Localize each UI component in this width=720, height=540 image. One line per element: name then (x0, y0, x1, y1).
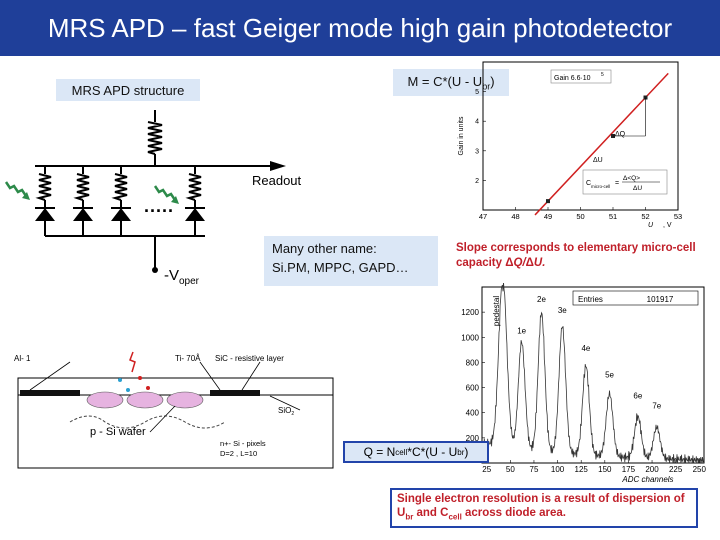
gain-point (546, 199, 550, 204)
structure-label-box: MRS APD structure (56, 79, 200, 101)
gain-ytick-label: 2 (475, 178, 479, 185)
spectrum-line (481, 283, 704, 464)
spec-xtick-label: 50 (506, 465, 515, 474)
page-title: MRS APD – fast Geiger mode high gain pho… (47, 12, 673, 43)
gain-box-label: Gain 6.6·10 (554, 75, 591, 82)
gain-ylabel: Gain in units (458, 116, 465, 155)
spectrum-frame (481, 286, 705, 464)
spec-xtick-label: 100 (551, 465, 565, 474)
spec-xtick-label: 225 (669, 465, 683, 474)
ellipsis: ..... (144, 196, 175, 216)
pixels-label: n+- Si - pixels (220, 439, 266, 448)
spectrum-ylabel: pedestal (492, 296, 501, 326)
peak-label: 6e (633, 392, 642, 401)
peak-label: 4e (581, 344, 590, 353)
gain-ytick-label: 3 (475, 148, 479, 155)
spec-xtick-label: 25 (482, 465, 491, 474)
spec-xtick-label: 200 (645, 465, 659, 474)
gain-xtick-label: 52 (641, 212, 649, 221)
spec-xtick-label: 125 (575, 465, 589, 474)
ccell-frac-bot: ΔU (633, 185, 642, 192)
entries-value: 101917 (647, 295, 674, 304)
circuit-schematic (4, 110, 286, 273)
gain-xtick-label: 47 (479, 212, 487, 221)
slope-note: Slope corresponds to elementary micro-ce… (456, 242, 696, 269)
spec-xtick-label: 250 (693, 465, 707, 474)
gain-xtick-label: 48 (511, 212, 519, 221)
peak-label: 2e (537, 295, 546, 304)
gain-xunit: , V (663, 222, 672, 229)
delta-triangle (613, 97, 646, 137)
spec-xtick-label: 75 (530, 465, 539, 474)
spectrum-plot: 25 50 75 100 125 150 175 200 225 250 200 400 600 800 1… (461, 283, 707, 484)
structure-label: MRS APD structure (71, 82, 185, 98)
gain-formula-box: M = C*(U - Ubr) (393, 69, 509, 96)
gain-formula: M = C*(U - Ubr) (407, 73, 495, 92)
spec-xtick-label: 175 (622, 465, 636, 474)
readout-label: Readout (252, 173, 302, 188)
cross-section-figure: Al- 1 Ti- 70Å SiC - resistive layer SiO2… (14, 351, 334, 469)
gain-xlabel: U (648, 222, 654, 229)
ccell-eq: = (615, 180, 619, 187)
peak-label: 3e (558, 306, 567, 315)
other-names-box: Many other name: Si.PM, MPPC, GAPD… (264, 236, 438, 286)
pixel-dims: D=2 , L=10 (220, 449, 257, 458)
spec-ytick-label: 1000 (461, 333, 479, 342)
gain-ytick-label: 4 (475, 119, 479, 126)
gain-xtick-label: 51 (609, 212, 617, 221)
resolution-note: Single electron resolution is a result o… (390, 488, 698, 529)
sic-label: SiC - resistive layer (215, 354, 284, 363)
spec-ytick-label: 1200 (461, 308, 479, 317)
voper-label: -Voper (164, 267, 200, 287)
gain-ytick-label: 5 (475, 89, 479, 96)
gain-dq: ΔQ (615, 131, 626, 138)
al-label: Al- 1 (14, 354, 31, 363)
entries-label: Entries (578, 295, 603, 304)
peak-label: 5e (605, 370, 614, 379)
ccell-frac-top: Δ<Q> (623, 175, 640, 182)
gain-xtick-label: 49 (544, 212, 552, 221)
peak-label: 1e (517, 326, 526, 335)
spec-xtick-label: 150 (598, 465, 612, 474)
spec-ytick-label: 800 (466, 358, 480, 367)
wafer-label: p - Si wafer (90, 426, 146, 438)
ccell-sub: micro-cell (591, 184, 610, 189)
ccell-label: C (586, 180, 591, 187)
gain-box-exp: 5 (601, 72, 604, 78)
gain-du: ΔU (593, 157, 603, 164)
peak-label: 7e (652, 402, 661, 411)
gain-xtick-label: 50 (576, 212, 584, 221)
spec-ytick-label: 600 (466, 384, 480, 393)
gain-plot: 47 48 49 50 51 52 53 2 3 4 5 Gain in units U , V G… (458, 61, 682, 229)
spec-ytick-label: 200 (466, 434, 480, 443)
ti-label: Ti- 70Å (175, 354, 201, 363)
spec-ytick-label: 400 (466, 409, 480, 418)
sio2-label: SiO2 (278, 406, 294, 417)
gain-xtick-label: 53 (674, 212, 682, 221)
spectrum-xlabel: ADC channels (621, 475, 673, 484)
title-bar: MRS APD – fast Geiger mode high gain pho… (0, 0, 720, 56)
